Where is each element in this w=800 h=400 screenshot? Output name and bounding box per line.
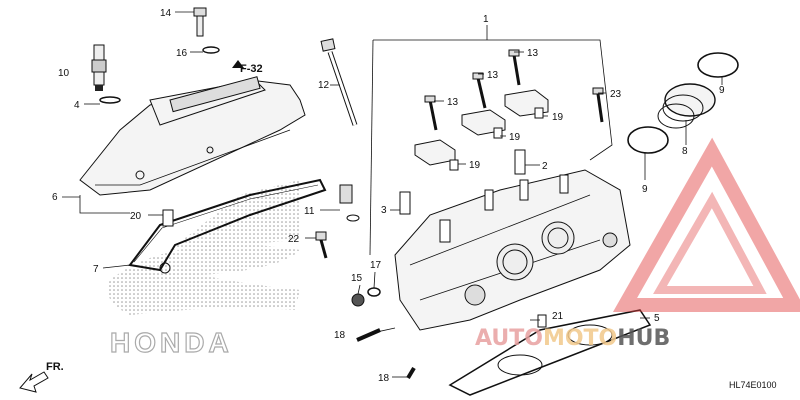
bolt-23	[592, 87, 604, 123]
head-cover-gasket	[128, 178, 327, 274]
studs-18	[356, 328, 416, 380]
part-labels: 1 2 3 4 5 6 7 8 9 9 10 11 12 13 13 13 14…	[52, 8, 725, 384]
label-16: 16	[176, 48, 188, 59]
label-9a: 9	[719, 85, 725, 96]
ref-tag-label: F-32	[240, 63, 263, 75]
sleeve-3	[399, 191, 411, 215]
dowel-21	[537, 314, 547, 328]
label-17: 17	[370, 260, 382, 271]
label-18a: 18	[334, 330, 346, 341]
brand-mark: HONDA	[110, 327, 233, 358]
label-13a: 13	[527, 48, 539, 59]
label-9b: 9	[642, 184, 648, 195]
label-19b: 19	[509, 132, 521, 143]
label-22: 22	[288, 234, 300, 245]
reference-tag: F-32	[232, 60, 263, 75]
svg-text:AUTOMOTOHUB: AUTOMOTOHUB	[475, 326, 670, 351]
head-gasket	[448, 309, 652, 396]
spark-plug	[91, 44, 107, 91]
label-14: 14	[160, 8, 172, 19]
drawing-code: HL74E0100	[729, 380, 777, 390]
label-13c: 13	[447, 97, 459, 108]
direction-label: FR.	[46, 361, 64, 373]
leader-lines	[62, 11, 723, 378]
bolts-13	[424, 49, 521, 131]
label-20: 20	[130, 211, 142, 222]
bolt-12	[320, 38, 358, 126]
label-8: 8	[682, 146, 688, 157]
clamps-9	[627, 52, 739, 154]
front-arrow: FR.	[19, 361, 64, 393]
label-18b: 18	[378, 373, 390, 384]
label-15: 15	[351, 273, 363, 284]
label-1: 1	[483, 14, 489, 25]
bolt-22	[315, 231, 328, 259]
washer-16	[202, 46, 220, 54]
nut-15	[351, 293, 365, 307]
label-10: 10	[58, 68, 70, 79]
label-23: 23	[610, 89, 622, 100]
label-12: 12	[318, 80, 330, 91]
honda-wing-logo: HONDA	[107, 180, 300, 359]
label-19c: 19	[469, 160, 481, 171]
sleeve-20	[162, 209, 174, 227]
dowel-pins-19	[449, 107, 544, 171]
sensor-11	[339, 184, 360, 222]
label-7: 7	[93, 264, 99, 275]
watermark-auto: AUTO	[475, 326, 543, 351]
label-19a: 19	[552, 112, 564, 123]
watermark-hub: HUB	[617, 326, 670, 351]
label-4: 4	[74, 100, 80, 111]
sleeve-2	[514, 149, 526, 175]
label-2: 2	[542, 161, 548, 172]
watermark: AUTOMOTOHUB	[475, 137, 800, 351]
watermark-moto: MOTO	[543, 326, 617, 351]
label-6: 6	[52, 192, 58, 203]
label-21: 21	[552, 311, 564, 322]
cylinder-head	[394, 169, 631, 331]
washer-17	[367, 287, 381, 297]
cylinder-head-cover	[79, 76, 306, 196]
label-3: 3	[381, 205, 387, 216]
label-13b: 13	[487, 70, 499, 81]
seal-ring	[99, 96, 121, 104]
label-5: 5	[654, 313, 660, 324]
bolt-14	[193, 7, 207, 37]
insulator-8	[657, 83, 716, 129]
label-11: 11	[304, 206, 315, 217]
